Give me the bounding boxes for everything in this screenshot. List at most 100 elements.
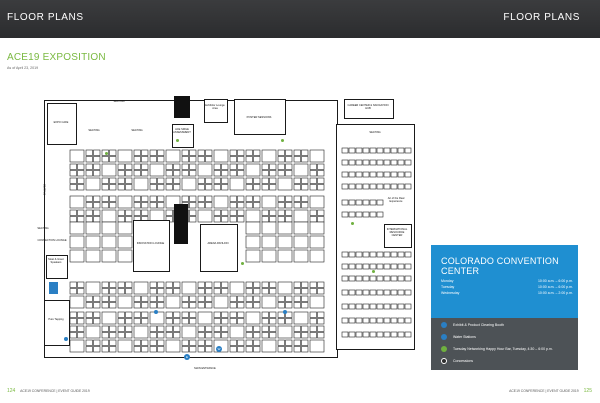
booth bbox=[397, 159, 405, 166]
booth bbox=[197, 184, 205, 191]
booth bbox=[157, 295, 165, 302]
booth bbox=[157, 281, 165, 288]
booth bbox=[85, 302, 93, 309]
hours-day: Tuesday bbox=[441, 285, 455, 289]
booth bbox=[141, 346, 149, 353]
water-station-marker: W bbox=[216, 346, 222, 352]
hours-row: Monday 10:00 a.m. – 6:00 p.m. bbox=[441, 279, 573, 285]
booth bbox=[229, 295, 237, 302]
booth bbox=[221, 281, 229, 288]
booth bbox=[77, 311, 85, 318]
booth bbox=[101, 177, 109, 184]
booth bbox=[355, 251, 363, 258]
booth bbox=[189, 163, 197, 170]
booth bbox=[277, 202, 285, 209]
booth bbox=[229, 209, 237, 216]
booth bbox=[245, 295, 253, 302]
booth bbox=[149, 156, 157, 163]
booth bbox=[341, 263, 349, 270]
clearing-booth-icon bbox=[441, 322, 447, 328]
booth bbox=[245, 221, 261, 235]
happy-hour-marker bbox=[105, 152, 108, 155]
booth bbox=[245, 325, 253, 332]
booth bbox=[213, 295, 229, 309]
booth bbox=[109, 288, 117, 295]
booth bbox=[133, 156, 141, 163]
booth bbox=[261, 318, 269, 325]
booth bbox=[77, 332, 85, 339]
booth bbox=[101, 311, 117, 325]
booth bbox=[157, 195, 165, 202]
booth bbox=[85, 177, 101, 191]
booth bbox=[85, 281, 101, 295]
booth bbox=[197, 339, 205, 346]
booth bbox=[348, 275, 356, 282]
booth bbox=[293, 325, 301, 332]
booth bbox=[173, 281, 181, 288]
booth bbox=[277, 149, 285, 156]
booth bbox=[101, 221, 117, 235]
booth bbox=[149, 332, 157, 339]
booth bbox=[133, 339, 141, 346]
booth bbox=[261, 149, 277, 163]
art-of-real-label: Art of the Real Experience bbox=[387, 197, 405, 203]
legend-item: Concessions bbox=[441, 358, 473, 364]
booth bbox=[93, 339, 101, 346]
booth bbox=[376, 275, 384, 282]
booth bbox=[141, 209, 149, 216]
booth bbox=[261, 339, 277, 353]
booth bbox=[309, 295, 325, 309]
booth bbox=[229, 302, 237, 309]
booth bbox=[197, 177, 205, 184]
booth bbox=[85, 311, 93, 318]
booth bbox=[149, 339, 157, 346]
booth bbox=[383, 147, 391, 154]
booth bbox=[376, 263, 384, 270]
booth bbox=[369, 275, 377, 282]
booth bbox=[149, 295, 157, 302]
booth bbox=[101, 235, 117, 249]
booth bbox=[383, 171, 391, 178]
booth bbox=[165, 295, 181, 309]
connection-lounge-label: CONNECTION LOUNGE bbox=[37, 239, 67, 242]
booth bbox=[141, 295, 149, 302]
booth bbox=[376, 159, 384, 166]
booth bbox=[101, 156, 109, 163]
legend-item: Tuesday Networking Happy Hour Bar, Tuesd… bbox=[441, 346, 553, 352]
booth bbox=[165, 318, 173, 325]
booth bbox=[85, 216, 93, 223]
booth bbox=[77, 184, 85, 191]
booth bbox=[317, 325, 325, 332]
water-station-marker bbox=[154, 310, 158, 314]
booth bbox=[348, 147, 356, 154]
booth bbox=[93, 163, 101, 170]
booth bbox=[269, 332, 277, 339]
booth bbox=[69, 184, 77, 191]
booth bbox=[181, 339, 189, 346]
booth bbox=[369, 171, 377, 178]
booth bbox=[229, 325, 245, 339]
booth bbox=[213, 281, 221, 288]
booth bbox=[269, 209, 277, 216]
booth bbox=[213, 288, 221, 295]
booth bbox=[117, 177, 125, 184]
booth bbox=[173, 311, 181, 318]
booth bbox=[213, 209, 221, 216]
booth bbox=[341, 331, 349, 338]
booth bbox=[376, 211, 384, 218]
booth bbox=[93, 295, 101, 302]
booth bbox=[348, 303, 356, 310]
booth bbox=[369, 159, 377, 166]
stage-block-middle bbox=[174, 204, 188, 244]
ace-booth-label: ACE SMILE ASSESSMENT bbox=[173, 128, 191, 134]
poster-sessions-label: POSTER SESSIONS bbox=[246, 116, 272, 119]
booth bbox=[197, 302, 205, 309]
booth bbox=[117, 209, 125, 216]
booth bbox=[133, 281, 149, 295]
booth bbox=[77, 281, 85, 288]
booth bbox=[293, 302, 301, 309]
booth bbox=[157, 346, 165, 353]
booth bbox=[285, 302, 293, 309]
seating-label-right: SEATING bbox=[369, 131, 381, 134]
booth bbox=[189, 346, 197, 353]
